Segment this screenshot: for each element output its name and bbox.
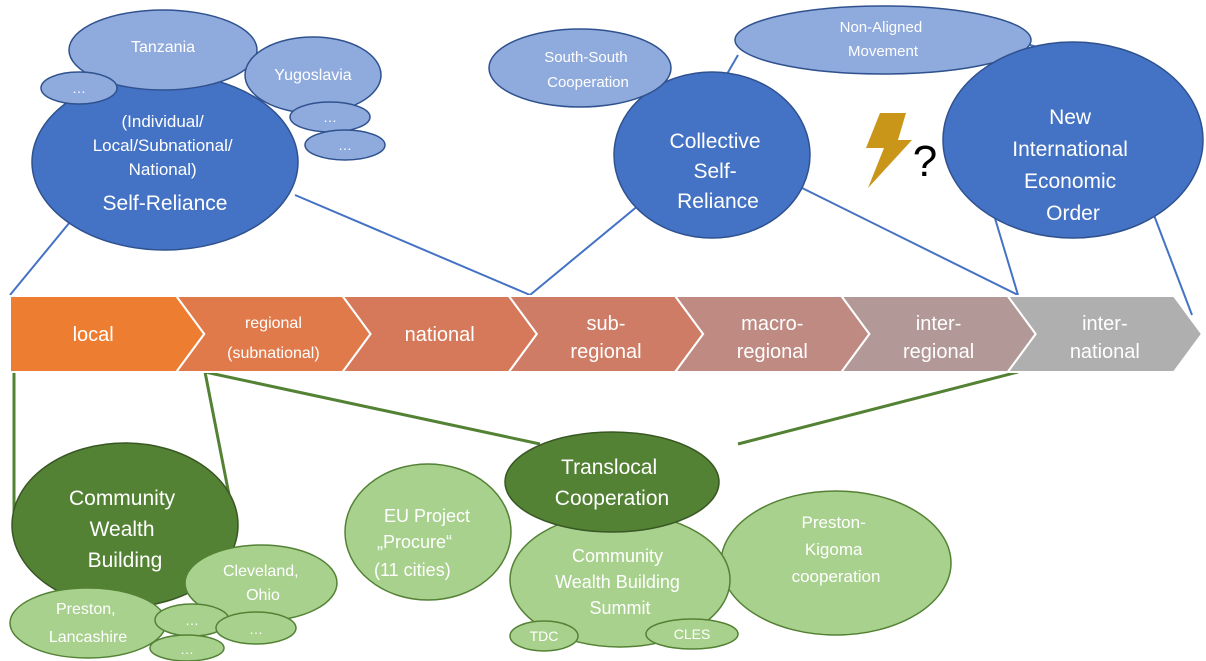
bottom-connectors — [12, 370, 1019, 530]
preston-label: Preston, Lancashire — [49, 601, 127, 646]
more-bubble — [215, 611, 297, 645]
translocal-bubble — [504, 431, 720, 533]
more-bubble — [149, 634, 225, 661]
more-label: … — [72, 80, 86, 96]
connector-line — [1151, 209, 1193, 316]
tanzania-label: Tanzania — [131, 39, 195, 56]
collective-bubble — [613, 71, 811, 239]
scale-step-label: macro-regional — [737, 313, 808, 363]
scale-step-label: local — [73, 324, 114, 346]
preston-bubble — [9, 587, 167, 659]
tanzania-bubble — [68, 9, 258, 91]
connector-line — [737, 370, 1019, 446]
cleveland-label: Cleveland, Ohio — [223, 563, 303, 604]
tdc-label: TDC — [530, 628, 559, 644]
summit-label: Community Wealth Building Summit — [555, 546, 685, 618]
self-reliance-label: (Individual/ Local/Subnational/ National… — [93, 112, 238, 215]
more-bubble — [40, 71, 118, 105]
more-label: … — [185, 612, 199, 628]
non-aligned-label: Non-Aligned Movement — [840, 19, 927, 60]
question-mark: ? — [913, 137, 937, 186]
non-aligned-bubble — [734, 5, 1032, 75]
scale-step-label: inter-national — [1070, 313, 1140, 363]
more-label: … — [249, 621, 263, 637]
more-label: … — [180, 641, 194, 657]
connector-line — [9, 221, 71, 296]
eu-project-label: EU Project „Procure“ (11 cities) — [374, 506, 475, 580]
translocal-label: Translocal Cooperation — [555, 456, 669, 510]
south-south-label: South-South Cooperation — [544, 49, 632, 91]
scale-step-label: regional(subnational) — [227, 315, 320, 362]
connector-line — [294, 194, 531, 296]
more-bubble — [304, 129, 386, 161]
yugoslavia-label: Yugoslavia — [274, 67, 351, 84]
conflict-indicator: ? — [866, 113, 937, 188]
nieo-bubble — [942, 41, 1204, 239]
preston-kigoma-label: Preston- Kigoma cooperation — [792, 513, 881, 586]
connector-line — [529, 199, 646, 296]
cles-label: CLES — [674, 626, 711, 642]
top-connectors — [9, 44, 1193, 316]
connector-line — [203, 371, 234, 511]
collective-cluster: Collective Self- Reliance South-South Co… — [488, 5, 1032, 239]
scale-step-label: national — [405, 324, 475, 346]
eu-project-bubble — [344, 463, 512, 601]
scale-step-label: sub-regional — [570, 313, 641, 363]
connector-line — [204, 370, 541, 446]
connector-line — [789, 181, 1019, 296]
more-label: … — [323, 109, 337, 125]
collective-label: Collective Self- Reliance — [670, 130, 767, 213]
cwb-cluster: Community Wealth Building Cleveland, Ohi… — [9, 442, 338, 661]
scale-row: local regional(subnational) national sub-re… — [9, 295, 1204, 373]
nieo-cluster: New International Economic Order — [942, 41, 1204, 239]
nieo-label: New International Economic Order — [1012, 106, 1133, 225]
scale-step — [1005, 295, 1204, 373]
scale-step-label: inter-regional — [903, 313, 974, 363]
lightning-icon — [866, 113, 912, 188]
more-label: … — [338, 137, 352, 153]
south-south-bubble — [488, 28, 672, 108]
cwb-label: Community Wealth Building — [69, 487, 181, 572]
tdc-bubble — [509, 620, 579, 652]
self-reliance-cluster: (Individual/ Local/Subnational/ National… — [31, 9, 386, 251]
cles-bubble — [645, 618, 739, 650]
translocal-cluster: EU Project „Procure“ (11 cities) Preston… — [344, 431, 952, 652]
